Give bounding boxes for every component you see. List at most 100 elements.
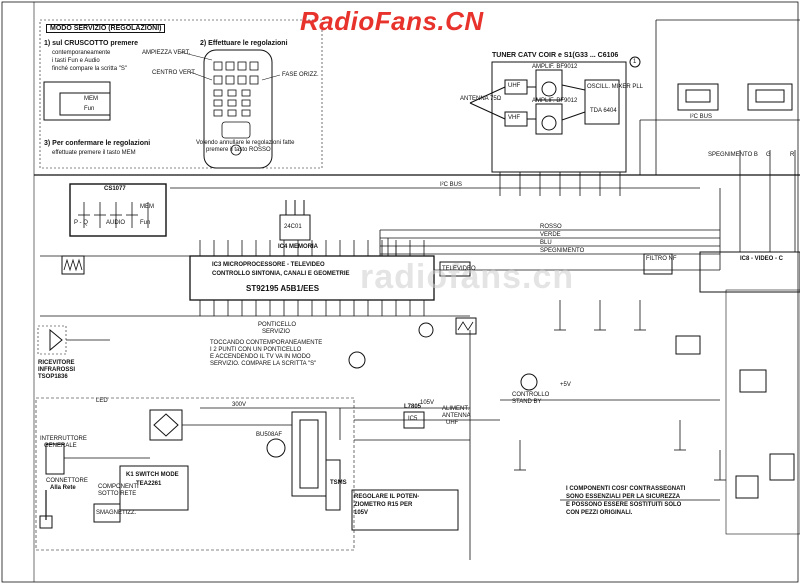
- safety-note-3: E POSSONO ESSERE SOSTITUITI SOLO: [566, 502, 682, 508]
- televideo-box: [439, 261, 471, 277]
- keypad-audio: AUDIO: [106, 220, 126, 226]
- step1-line1: 1) sul CRUSCOTTO premere: [44, 40, 139, 47]
- plus5v-label: +5V: [560, 382, 571, 388]
- tuner-title: TUNER CATV COIR e S1(G33 ... C6106: [492, 52, 619, 59]
- interruttore-2: GENERALE: [44, 443, 77, 449]
- right-frame: [725, 289, 800, 535]
- osc-label: OSCILL. MIXER PLL: [587, 84, 644, 90]
- keypad-pq: P - Q: [74, 220, 88, 226]
- tuner-circled-number: 1: [633, 59, 637, 65]
- blu-label: BLU: [540, 240, 552, 246]
- step2-label: 2) Effettuare le regolazioni: [200, 40, 288, 47]
- memory-ic-label: IC4 MEMORIA: [278, 244, 319, 250]
- alimenti-3: UHF: [446, 420, 459, 426]
- keypad-fun: Fun: [140, 220, 151, 226]
- fase-label: FASE ORIZZ.: [282, 72, 319, 78]
- connector-a: [677, 83, 719, 111]
- cruscotto-keys: [59, 92, 111, 116]
- l7805-label: L7805: [404, 404, 422, 410]
- switch-mode-2: TEA2261: [136, 481, 162, 487]
- componenti-2: SOTTO RETE: [98, 491, 137, 497]
- i2c-bus-label-2: I²C BUS: [690, 114, 713, 120]
- amp1-label: AMPLIF. BF9012: [532, 64, 578, 70]
- service-note-2: I 2 PUNTI CON UN PONTICELLO: [210, 347, 302, 353]
- regolare-3: 105V: [354, 510, 369, 516]
- remote-buttons: [213, 61, 259, 156]
- smagnet-label: SMAGNETIZZ.: [96, 510, 137, 516]
- micro-line1: IC3 MICROPROCESSORE - TELEVIDEO: [212, 262, 325, 268]
- keypad-mem: MEM: [140, 204, 154, 210]
- ic8-box: [699, 251, 800, 293]
- connector-b: [747, 83, 793, 111]
- regolare-1: REGOLARE IL POTEN-: [354, 494, 420, 500]
- connettore-2: Alla Rete: [50, 485, 76, 491]
- safety-note-1: I COMPONENTI COSI' CONTRASSEGNATI: [566, 486, 686, 492]
- pll-chip: [584, 79, 620, 125]
- regolare-2: ZIOMETRO R15 PER: [354, 502, 413, 508]
- centro-label: CENTRO VERT.: [152, 70, 196, 76]
- vhf-label: VHF: [508, 115, 520, 121]
- ponticello-label-1: PONTICELLO: [258, 322, 297, 328]
- alimenti-1: ALIMENT.: [442, 406, 470, 412]
- step1-line4: finché compare la scritta "S": [52, 66, 127, 72]
- safety-note-4: CON PEZZI ORIGINALI.: [566, 510, 633, 516]
- ponticello-label-2: SERVIZIO: [262, 329, 290, 335]
- tda-label: TDA 6404: [590, 108, 617, 114]
- memory-chip-label: 24C01: [284, 224, 302, 230]
- filtro-label: FILTRO NF: [646, 256, 677, 262]
- waveform-box: [61, 255, 85, 275]
- site-watermark: RadioFans.CN: [300, 6, 484, 36]
- service-mode-title: MODO SERVIZIO (REGOLAZIONI): [46, 24, 166, 33]
- led-label: LED: [96, 398, 108, 404]
- step1-line3: i tasti Fun e Audio: [52, 58, 100, 64]
- componenti-1: COMPONENTI: [98, 484, 139, 490]
- micro-part-number: ST92195 A5B1/EES: [246, 284, 320, 293]
- v105-label: 105V: [420, 400, 435, 406]
- connettore-1: CONNETTORE: [46, 478, 88, 484]
- ricevitore-1: RICEVITORE: [38, 360, 75, 366]
- power-supply-border: [35, 397, 355, 551]
- micro-line2: CONTROLLO SINTONIA, CANALI E GEOMETRIE: [212, 271, 350, 277]
- ricevitore-3: TSOP1836: [38, 374, 68, 380]
- controllo-1: CONTROLLO: [512, 392, 550, 398]
- transformer-left: [291, 411, 327, 497]
- bu508-label: BU508AF: [256, 432, 283, 438]
- ampiezza-label: AMPIEZZA VERT.: [142, 50, 191, 56]
- volendo-line1: Volendo annullare le regolazioni fatte: [196, 140, 295, 146]
- cruscotto-fun: Fun: [84, 106, 95, 112]
- spegnimento-b-label: SPEGNIMENTO B: [708, 152, 758, 158]
- tuner-badge: [629, 56, 641, 68]
- amp2-label: AMPLIF. BF9012: [532, 98, 578, 104]
- keypad-box: [69, 183, 167, 237]
- g-label: G: [766, 152, 771, 158]
- step1-line2: contemporaneamente: [52, 50, 111, 56]
- switch-mode-1: K1 SWITCH MODE: [126, 472, 179, 478]
- remote-control-outline: [203, 49, 273, 169]
- ricevitore-2: INFRAROSSI: [38, 367, 76, 373]
- spegnimento-label: SPEGNIMENTO: [540, 248, 585, 254]
- r-label: R: [790, 152, 795, 158]
- switch-mode-ic: [119, 465, 189, 511]
- tuner-box: [491, 61, 627, 173]
- step3-line2: effettuate premere il tasto MEM: [52, 150, 136, 156]
- safety-note-2: SONO ESSENZIALI PER LA SICUREZZA: [566, 494, 681, 500]
- alimenti-2: ANTENNA: [442, 413, 471, 419]
- volendo-line2: premere il tasto ROSSO: [206, 147, 271, 153]
- v300-label: 300V: [232, 402, 247, 408]
- televideo-label: TELEVIDEO: [442, 266, 476, 272]
- service-note-3: E ACCENDENDO IL TV VA IN MODO: [210, 354, 311, 360]
- ic8-label: IC8 - VIDEO - C: [740, 256, 784, 262]
- step3-line1: 3) Per confermare le regolazioni: [44, 140, 151, 147]
- ic5-label: IC5: [408, 416, 418, 422]
- ghost-watermark: radiofans.cn: [360, 258, 575, 296]
- keypad-title: CS1077: [104, 186, 126, 192]
- uhf-label: UHF: [508, 83, 521, 89]
- interruttore-1: INTERRUTTORE: [40, 436, 87, 442]
- antenna-label: ANTENNA 75Ω: [460, 96, 502, 102]
- service-panel-border: [39, 19, 323, 169]
- filtro-box: [643, 253, 673, 275]
- regolare-note-box: [351, 489, 459, 531]
- smagnet-box: [93, 503, 121, 523]
- service-note-4: SERVIZIO. COMPARE LA SCRITTA "S": [210, 361, 317, 367]
